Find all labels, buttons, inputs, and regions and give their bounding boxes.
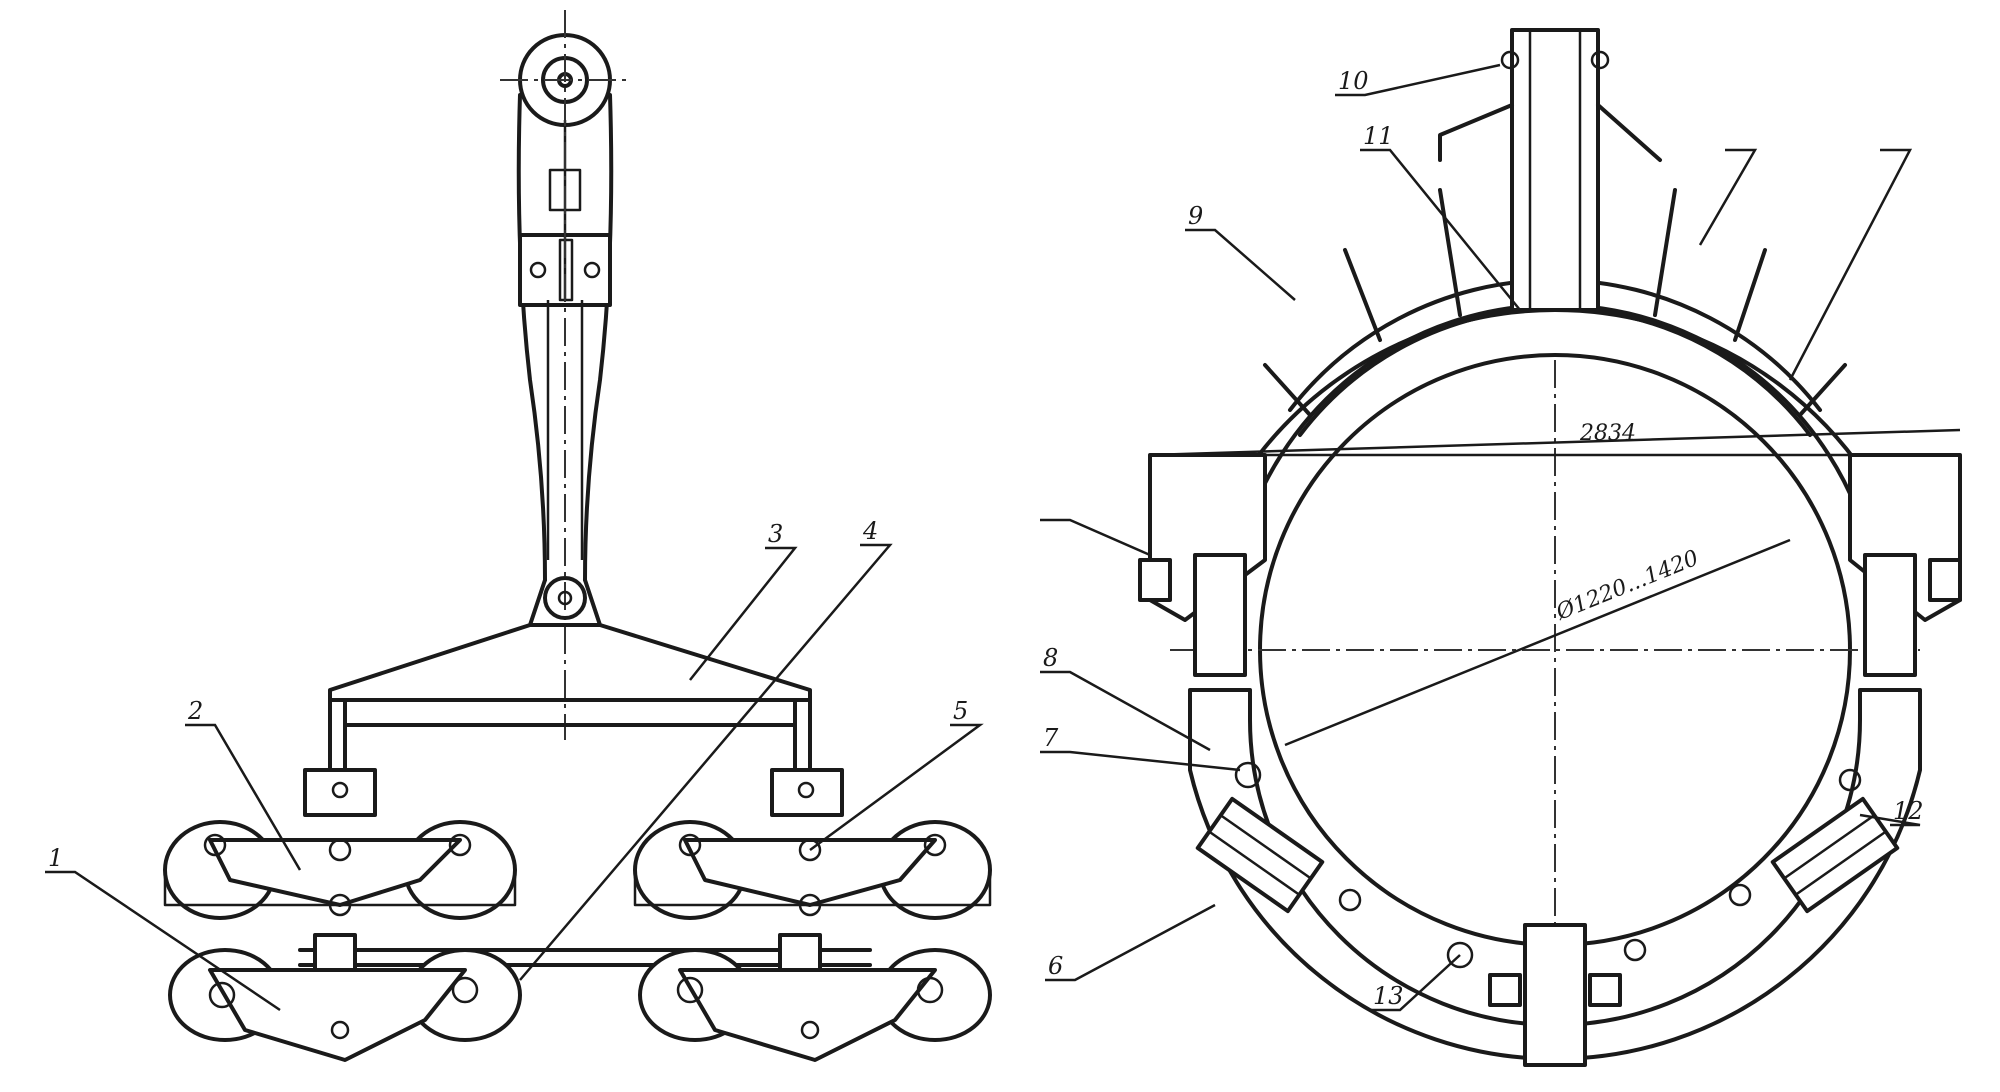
dimension-width: 2834 xyxy=(1579,421,1636,446)
lower-left-bogie xyxy=(168,948,522,1062)
label-5: 5 xyxy=(953,697,968,725)
label-1: 1 xyxy=(48,844,63,872)
label-2: 2 xyxy=(187,697,203,725)
left-view-lifting-traverse xyxy=(45,10,992,1062)
right-view-pipe-clamp xyxy=(1040,28,1962,1067)
bolted-joints xyxy=(1195,796,1900,914)
label-7: 7 xyxy=(1043,724,1059,752)
upper-right-bogie xyxy=(633,820,992,920)
label-11: 11 xyxy=(1363,122,1394,150)
side-brackets xyxy=(1138,453,1962,677)
label-3: 3 xyxy=(768,520,783,548)
right-view-leaders xyxy=(1040,63,1921,1012)
lower-collar xyxy=(1188,688,1922,1067)
label-8: 8 xyxy=(1043,644,1058,672)
left-view-leaders xyxy=(45,543,984,1012)
upper-left-bogie xyxy=(163,820,517,920)
clamp-ribs xyxy=(1263,188,1847,417)
connecting-rod xyxy=(298,933,872,977)
label-10: 10 xyxy=(1338,67,1369,95)
label-12: 12 xyxy=(1893,797,1924,825)
traverse-beam xyxy=(303,623,844,817)
label-4: 4 xyxy=(862,517,878,545)
label-9: 9 xyxy=(1188,202,1203,230)
top-hanger xyxy=(1438,28,1662,312)
dimension-lines xyxy=(1149,428,1961,457)
lower-right-bogie xyxy=(638,948,992,1062)
label-13: 13 xyxy=(1373,982,1404,1010)
label-6: 6 xyxy=(1048,952,1063,980)
lifting-arm xyxy=(500,10,630,740)
